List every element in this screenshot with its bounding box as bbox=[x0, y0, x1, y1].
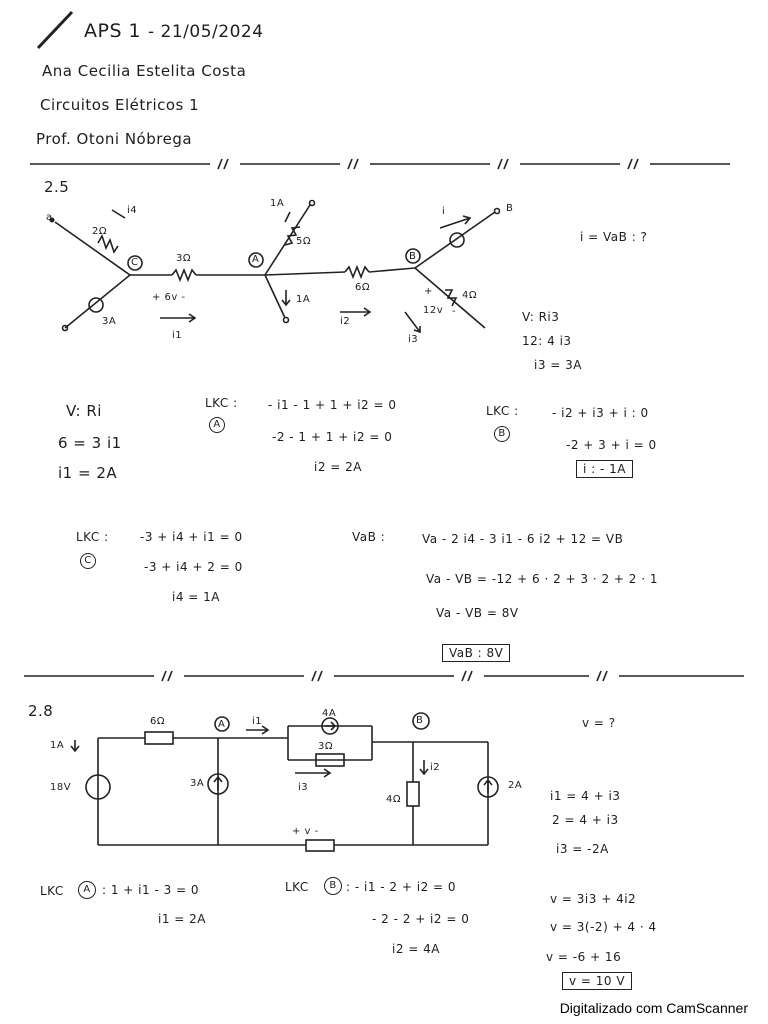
vab-eq-2: Va - VB = -12 + 6 · 2 + 3 · 2 + 2 · 1 bbox=[426, 572, 659, 586]
label-r-5ohm: 5Ω bbox=[296, 236, 312, 247]
label-i2: i2 bbox=[340, 316, 351, 327]
left-eq-2: 6 = 3 i1 bbox=[58, 434, 122, 452]
lkc-a-node: A bbox=[209, 417, 225, 433]
question-2-5: i = VaB : ? bbox=[580, 230, 648, 244]
v-eq-3: v = -6 + 16 bbox=[546, 950, 622, 964]
doc-date: - 21/05/2024 bbox=[148, 22, 264, 42]
label-r-6ohm: 6Ω bbox=[355, 282, 371, 293]
separator-line bbox=[24, 668, 744, 682]
author-name: Ana Cecilia Estelita Costa bbox=[42, 62, 247, 80]
vab-result: VaB : 8V bbox=[442, 644, 511, 662]
label-src-18V: 18V bbox=[50, 782, 72, 793]
label-6v: + 6v - bbox=[152, 292, 186, 303]
lkc-c-node: C bbox=[80, 553, 96, 569]
vab-eq-1: Va - 2 i4 - 3 i1 - 6 i2 + 12 = VB bbox=[422, 532, 624, 546]
label-r-3ohm: 3Ω bbox=[176, 253, 192, 264]
lkc-a-node: A bbox=[78, 881, 96, 899]
left-eq-3: i1 = 2A bbox=[58, 464, 118, 482]
lkc-a-eq-2: i1 = 2A bbox=[158, 912, 206, 926]
label-node-A: A bbox=[218, 719, 226, 730]
lkc-a-label: LKC : bbox=[205, 396, 238, 410]
lkc-a-eq-3: i2 = 2A bbox=[314, 460, 362, 474]
lkc-a-eq-1: : 1 + i1 - 3 = 0 bbox=[102, 883, 200, 897]
label-plus: + bbox=[424, 286, 433, 297]
course-name: Circuitos Elétricos 1 bbox=[40, 96, 200, 114]
label-src-1A-top: 1A bbox=[270, 198, 285, 209]
label-node-A: A bbox=[252, 254, 260, 265]
side-eq-1: V: Ri3 bbox=[522, 310, 560, 324]
label-src-1A: 1A bbox=[50, 740, 65, 751]
lkc-c-eq-2: -3 + i4 + 2 = 0 bbox=[144, 560, 243, 574]
label-i3: i3 bbox=[408, 334, 419, 345]
lkc-a-eq-2: -2 - 1 + 1 + i2 = 0 bbox=[272, 430, 393, 444]
lkc-b-eq-1: : - i1 - 2 + i2 = 0 bbox=[346, 880, 457, 894]
label-minus: - bbox=[452, 306, 457, 317]
vab-label: VaB : bbox=[352, 530, 386, 544]
side-eq-2: 2 = 4 + i3 bbox=[552, 813, 619, 827]
doc-title: APS 1 bbox=[84, 20, 142, 42]
lkc-b-eq-1: - i2 + i3 + i : 0 bbox=[552, 406, 649, 420]
label-i2: i2 bbox=[430, 762, 441, 773]
lkc-b-label: LKC : bbox=[486, 404, 519, 418]
v-result: v = 10 V bbox=[562, 972, 633, 990]
label-r-3ohm: 3Ω bbox=[318, 741, 334, 752]
side-eq-2: 12: 4 i3 bbox=[522, 334, 572, 348]
question-2-8: v = ? bbox=[582, 716, 616, 730]
label-node-C: C bbox=[131, 257, 139, 268]
lkc-b-eq-3: i2 = 4A bbox=[392, 942, 440, 956]
label-r-6ohm: 6Ω bbox=[150, 716, 166, 727]
lkc-b-result: i : - 1A bbox=[576, 460, 633, 478]
vab-eq-3: Va - VB = 8V bbox=[436, 606, 519, 620]
lkc-b-eq-2: - 2 - 2 + i2 = 0 bbox=[372, 912, 470, 926]
separator-line bbox=[30, 156, 730, 170]
lkc-c-eq-3: i4 = 1A bbox=[172, 590, 220, 604]
lkc-a-eq-1: - i1 - 1 + 1 + i2 = 0 bbox=[268, 398, 397, 412]
lkc-b-node: B bbox=[494, 426, 510, 442]
v-eq-1: v = 3i3 + 4i2 bbox=[550, 892, 637, 906]
side-eq-3: i3 = -2A bbox=[556, 842, 609, 856]
problem-number: 2.5 bbox=[44, 178, 70, 196]
side-eq-3: i3 = 3A bbox=[534, 358, 582, 372]
label-12v: 12v bbox=[423, 305, 444, 316]
lkc-b-eq-2: -2 + 3 + i = 0 bbox=[566, 438, 657, 452]
lkc-c-label: LKC : bbox=[76, 530, 109, 544]
label-node-B: B bbox=[409, 251, 417, 262]
label-r-2ohm: 2Ω bbox=[92, 226, 108, 237]
problem-number: 2.8 bbox=[28, 702, 54, 720]
professor-name: Prof. Otoni Nóbrega bbox=[36, 130, 193, 148]
left-eq-1: V: Ri bbox=[66, 402, 102, 420]
lkc-b-label: LKC bbox=[285, 880, 309, 894]
label-r-4ohm: 4Ω bbox=[462, 290, 478, 301]
scanner-watermark: Digitalizado com CamScanner bbox=[559, 1000, 748, 1016]
label-node-B: B bbox=[416, 715, 424, 726]
label-src-3A: 3A bbox=[102, 316, 117, 327]
label-r-4ohm: 4Ω bbox=[386, 794, 402, 805]
lkc-c-eq-1: -3 + i4 + i1 = 0 bbox=[140, 530, 243, 544]
label-i1: i1 bbox=[172, 330, 183, 341]
label-src-2A: 2A bbox=[508, 780, 523, 791]
label-i1: i1 bbox=[252, 716, 263, 727]
lkc-a-label: LKC bbox=[40, 884, 64, 898]
label-src-3A: 3A bbox=[190, 778, 205, 789]
lkc-b-node: B bbox=[324, 877, 342, 895]
label-src-1A-mid: 1A bbox=[296, 294, 311, 305]
label-node-a: a bbox=[46, 212, 53, 223]
label-i4-arrow: i4 bbox=[127, 205, 138, 216]
label-v-polarity: + v - bbox=[292, 826, 319, 837]
v-eq-2: v = 3(-2) + 4 · 4 bbox=[550, 920, 657, 934]
label-i3: i3 bbox=[298, 782, 309, 793]
label-i: i bbox=[442, 206, 446, 217]
label-src-4A: 4A bbox=[322, 708, 337, 719]
side-eq-1: i1 = 4 + i3 bbox=[550, 789, 621, 803]
label-terminal-B: B bbox=[506, 203, 514, 214]
